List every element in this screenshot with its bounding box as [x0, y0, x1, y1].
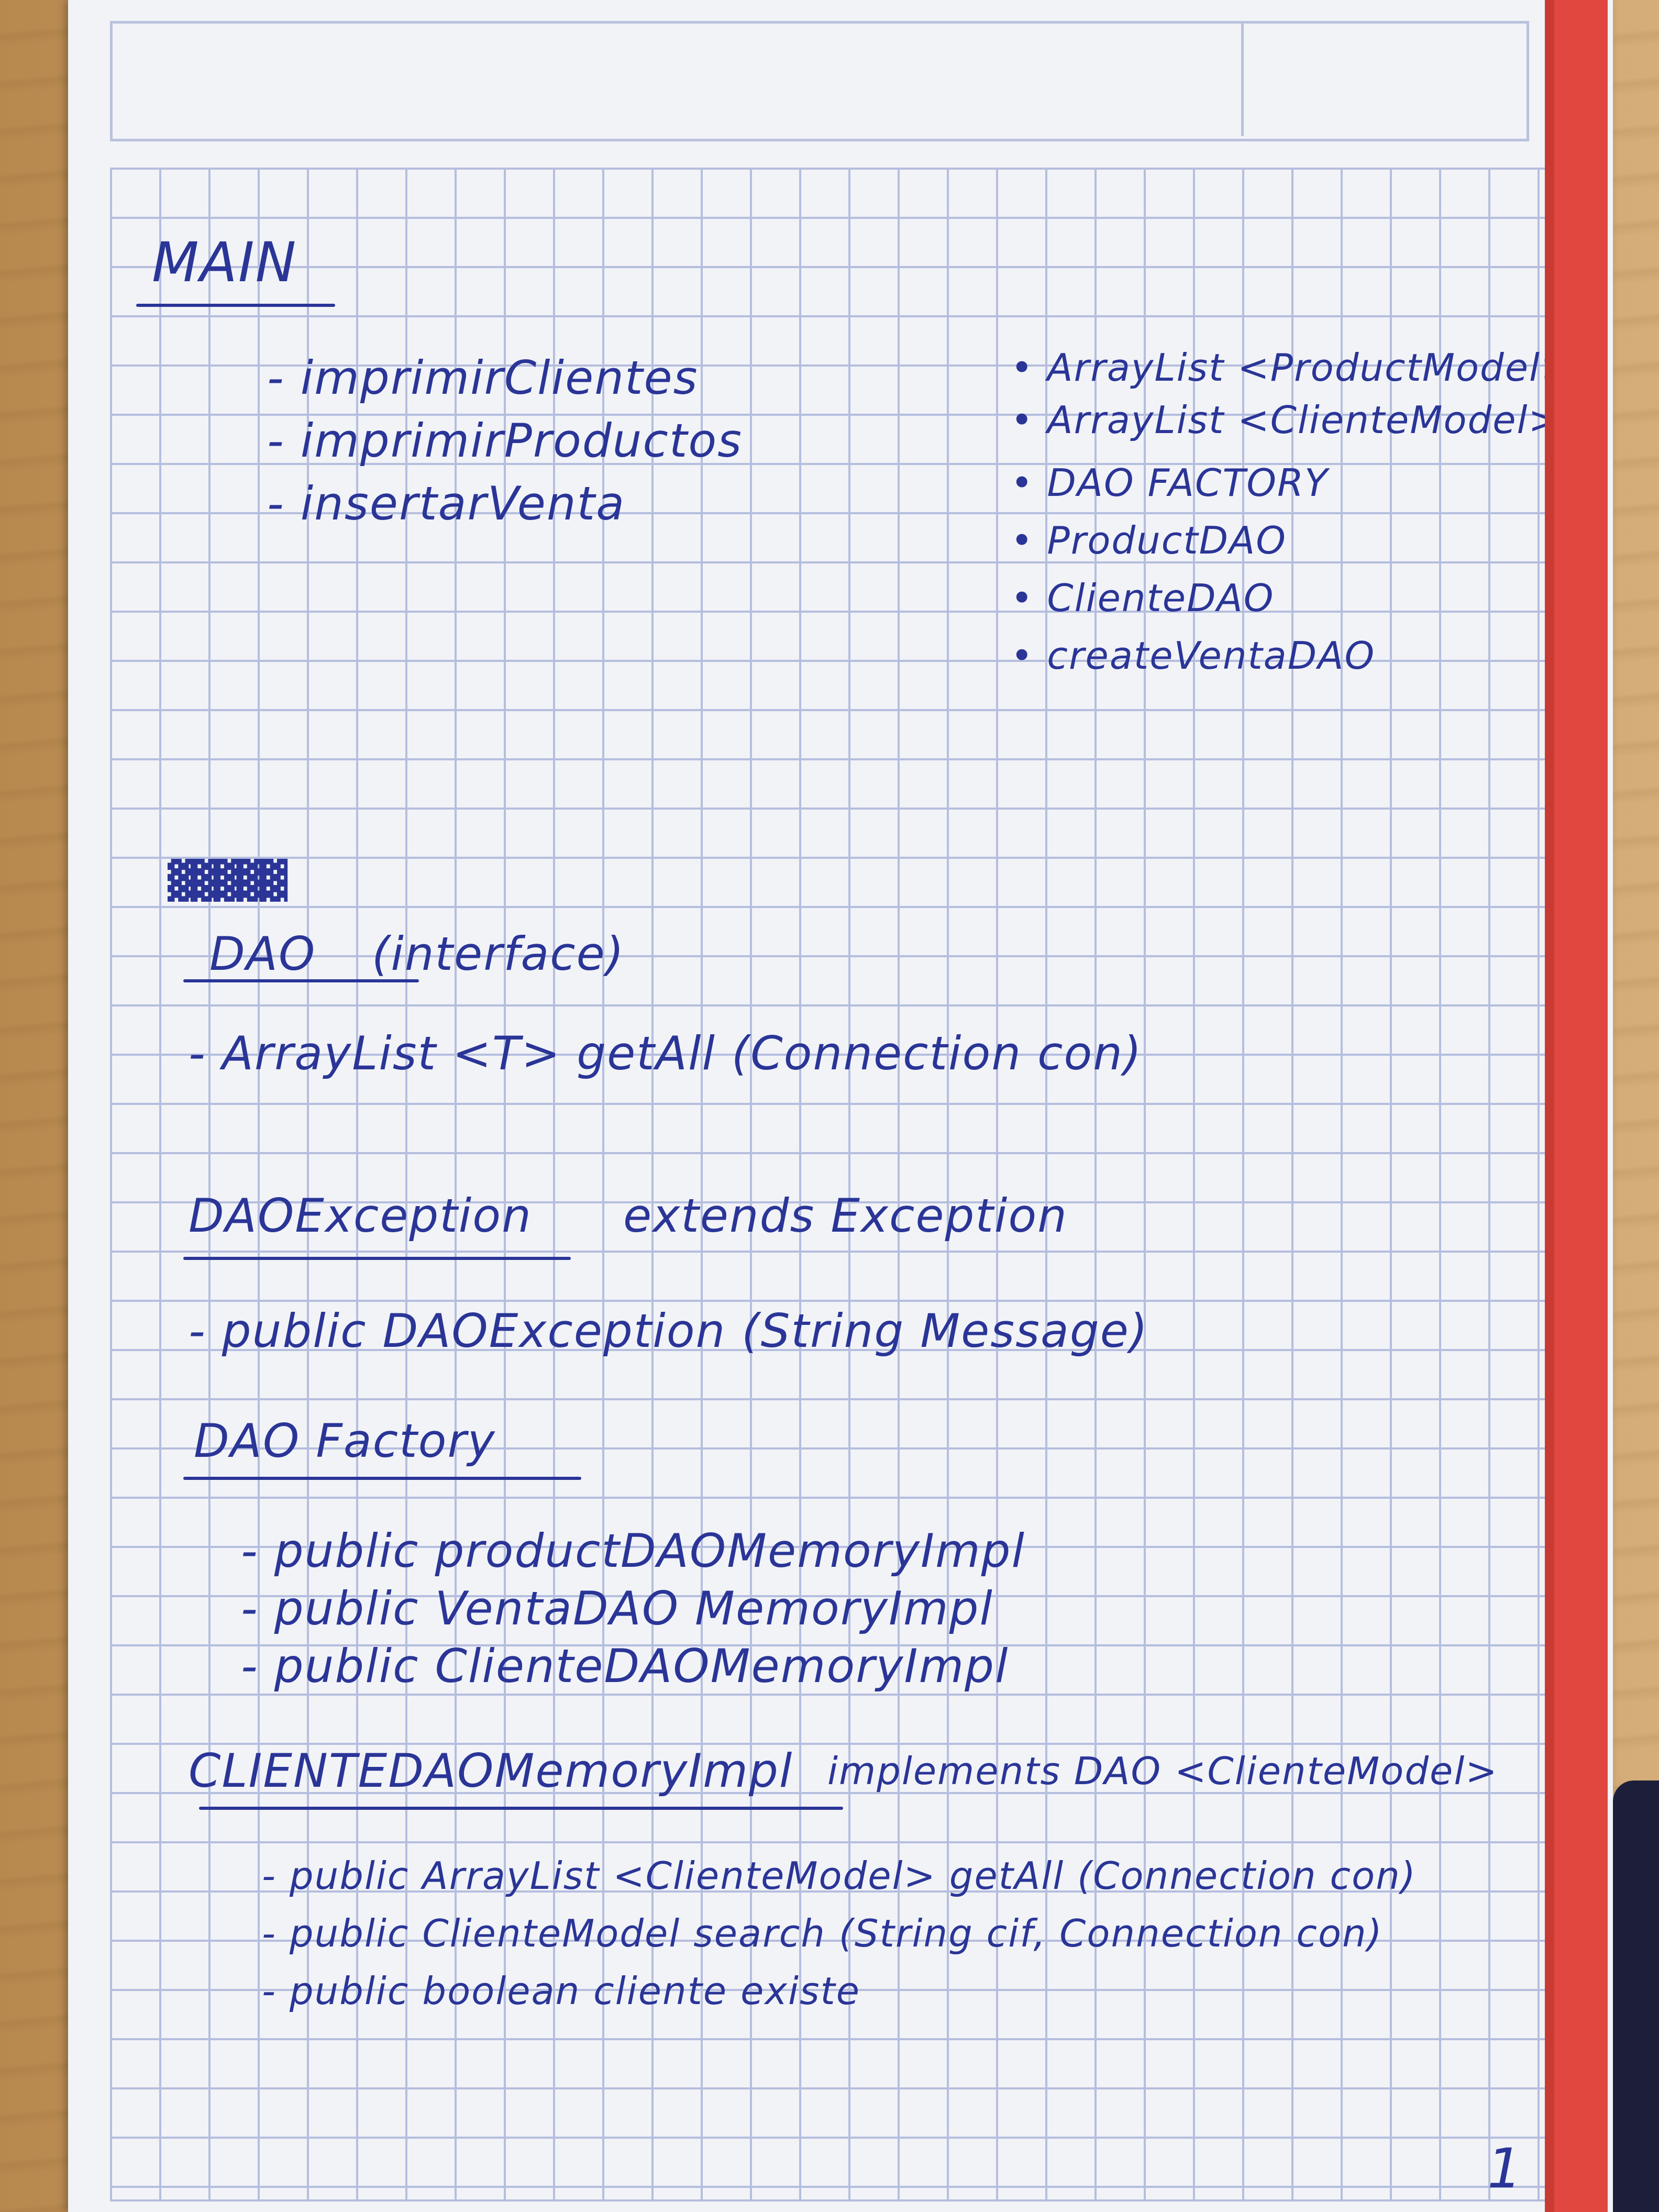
main-field-2: • ArrayList <ClienteModel>: [1011, 398, 1561, 442]
daoexception-suffix: extends Exception: [623, 1189, 1068, 1243]
notebook-page: MAIN - imprimirClientes - imprimirProduc…: [68, 0, 1613, 2212]
crossed-out-scribble: ▓▓▓▓▓: [168, 859, 287, 902]
main-method-3: - insertarVenta: [267, 477, 626, 530]
daofactory-method-2: - public VentaDAO MemoryImpl: [241, 1581, 993, 1635]
dao-title-underline: [183, 979, 419, 982]
main-title-underline: [136, 304, 335, 307]
daoexception-underline: [183, 1257, 571, 1260]
main-field-1: • ArrayList <ProductModel>: [1011, 346, 1574, 390]
main-method-2: - imprimirProductos: [267, 414, 743, 468]
clientedao-suffix: implements DAO <ClienteModel>: [827, 1749, 1498, 1793]
daofactory-title: DAO Factory: [194, 1414, 496, 1468]
daoexception-title: DAOException: [189, 1189, 532, 1243]
graph-paper-grid: [110, 168, 1589, 2202]
page-number: 1: [1487, 2137, 1523, 2200]
main-field-6: • createVentaDAO: [1011, 634, 1376, 678]
page-header-divider: [1241, 21, 1244, 136]
daofactory-method-1: - public productDAOMemoryImpl: [241, 1524, 1025, 1578]
clientedao-method-1: - public ArrayList <ClienteModel> getAll…: [262, 1854, 1417, 1898]
main-field-3: • DAO FACTORY: [1011, 461, 1329, 505]
main-method-1: - imprimirClientes: [267, 351, 699, 405]
main-title: MAIN: [152, 230, 297, 294]
page-header-box: [110, 21, 1529, 141]
clientedao-underline: [199, 1807, 843, 1810]
notebook-red-edge-shadow: [1545, 0, 1554, 2212]
main-field-5: • ClienteDAO: [1011, 576, 1275, 620]
notebook-red-edge: [1545, 0, 1608, 2212]
dao-title-suffix: (interface): [372, 927, 625, 981]
daofactory-underline: [183, 1477, 581, 1480]
main-field-4: • ProductDAO: [1011, 518, 1287, 562]
dark-object-corner: [1613, 1780, 1659, 2212]
daoexception-method: - public DAOException (String Message): [189, 1304, 1149, 1358]
clientedao-method-3: - public boolean cliente existe: [262, 1969, 861, 2013]
daofactory-method-3: - public ClienteDAOMemoryImpl: [241, 1639, 1009, 1693]
clientedao-title: CLIENTEDAOMemoryImpl: [189, 1744, 793, 1798]
dao-method: - ArrayList <T> getAll (Connection con): [189, 1026, 1143, 1080]
dao-title: DAO: [209, 927, 316, 981]
clientedao-method-2: - public ClienteModel search (String cif…: [262, 1911, 1383, 1955]
